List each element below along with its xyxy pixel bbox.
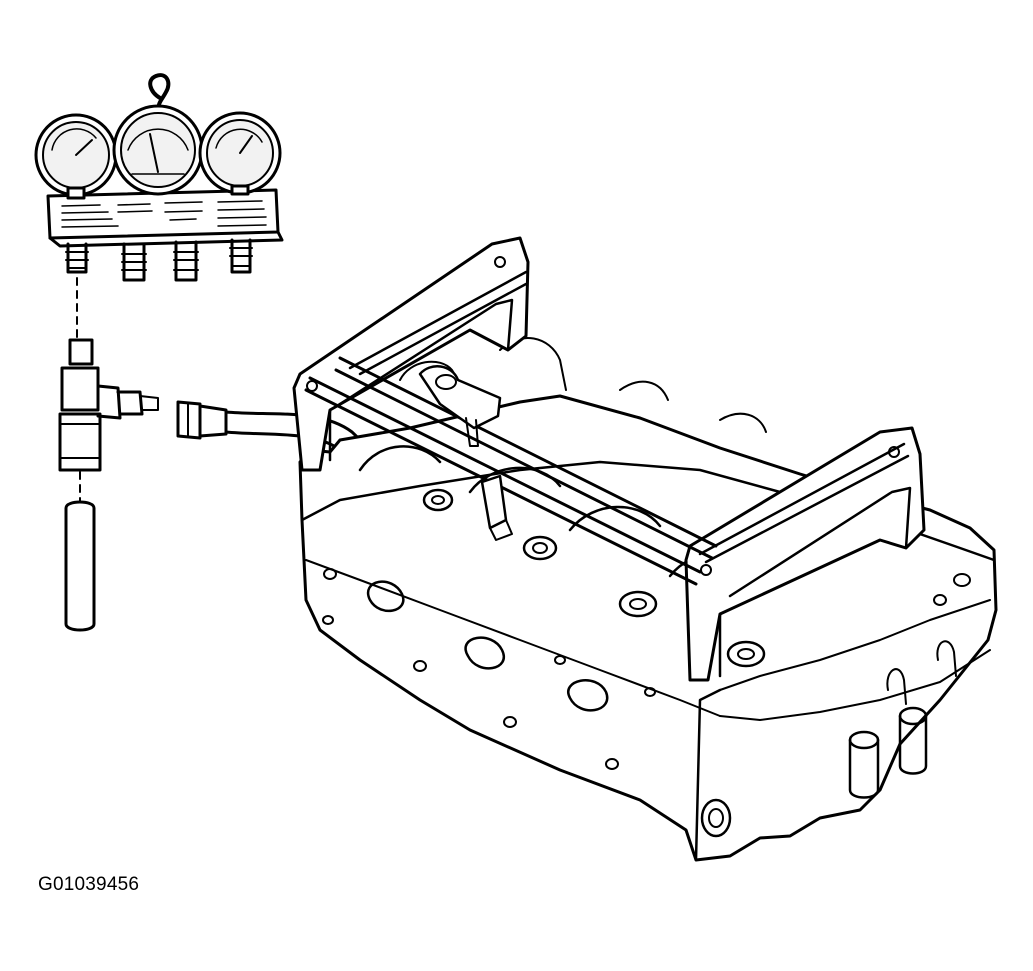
pressure-gauge-icon <box>198 111 282 196</box>
hose-end-tube <box>64 500 96 632</box>
end-bosses <box>848 573 971 799</box>
manifold-fittings <box>65 238 253 282</box>
cylinder-head <box>298 336 998 862</box>
adapter-icon <box>58 338 159 472</box>
hook-icon <box>148 73 171 114</box>
vacuum-gauge-icon <box>112 104 204 196</box>
manifold-label-lines <box>61 200 267 228</box>
port-openings <box>322 568 732 838</box>
figure-id-label: G01039456 <box>38 874 140 895</box>
pressure-gauge-icon <box>34 113 118 200</box>
gauge-manifold <box>34 73 284 282</box>
fixture-frame <box>292 236 926 682</box>
